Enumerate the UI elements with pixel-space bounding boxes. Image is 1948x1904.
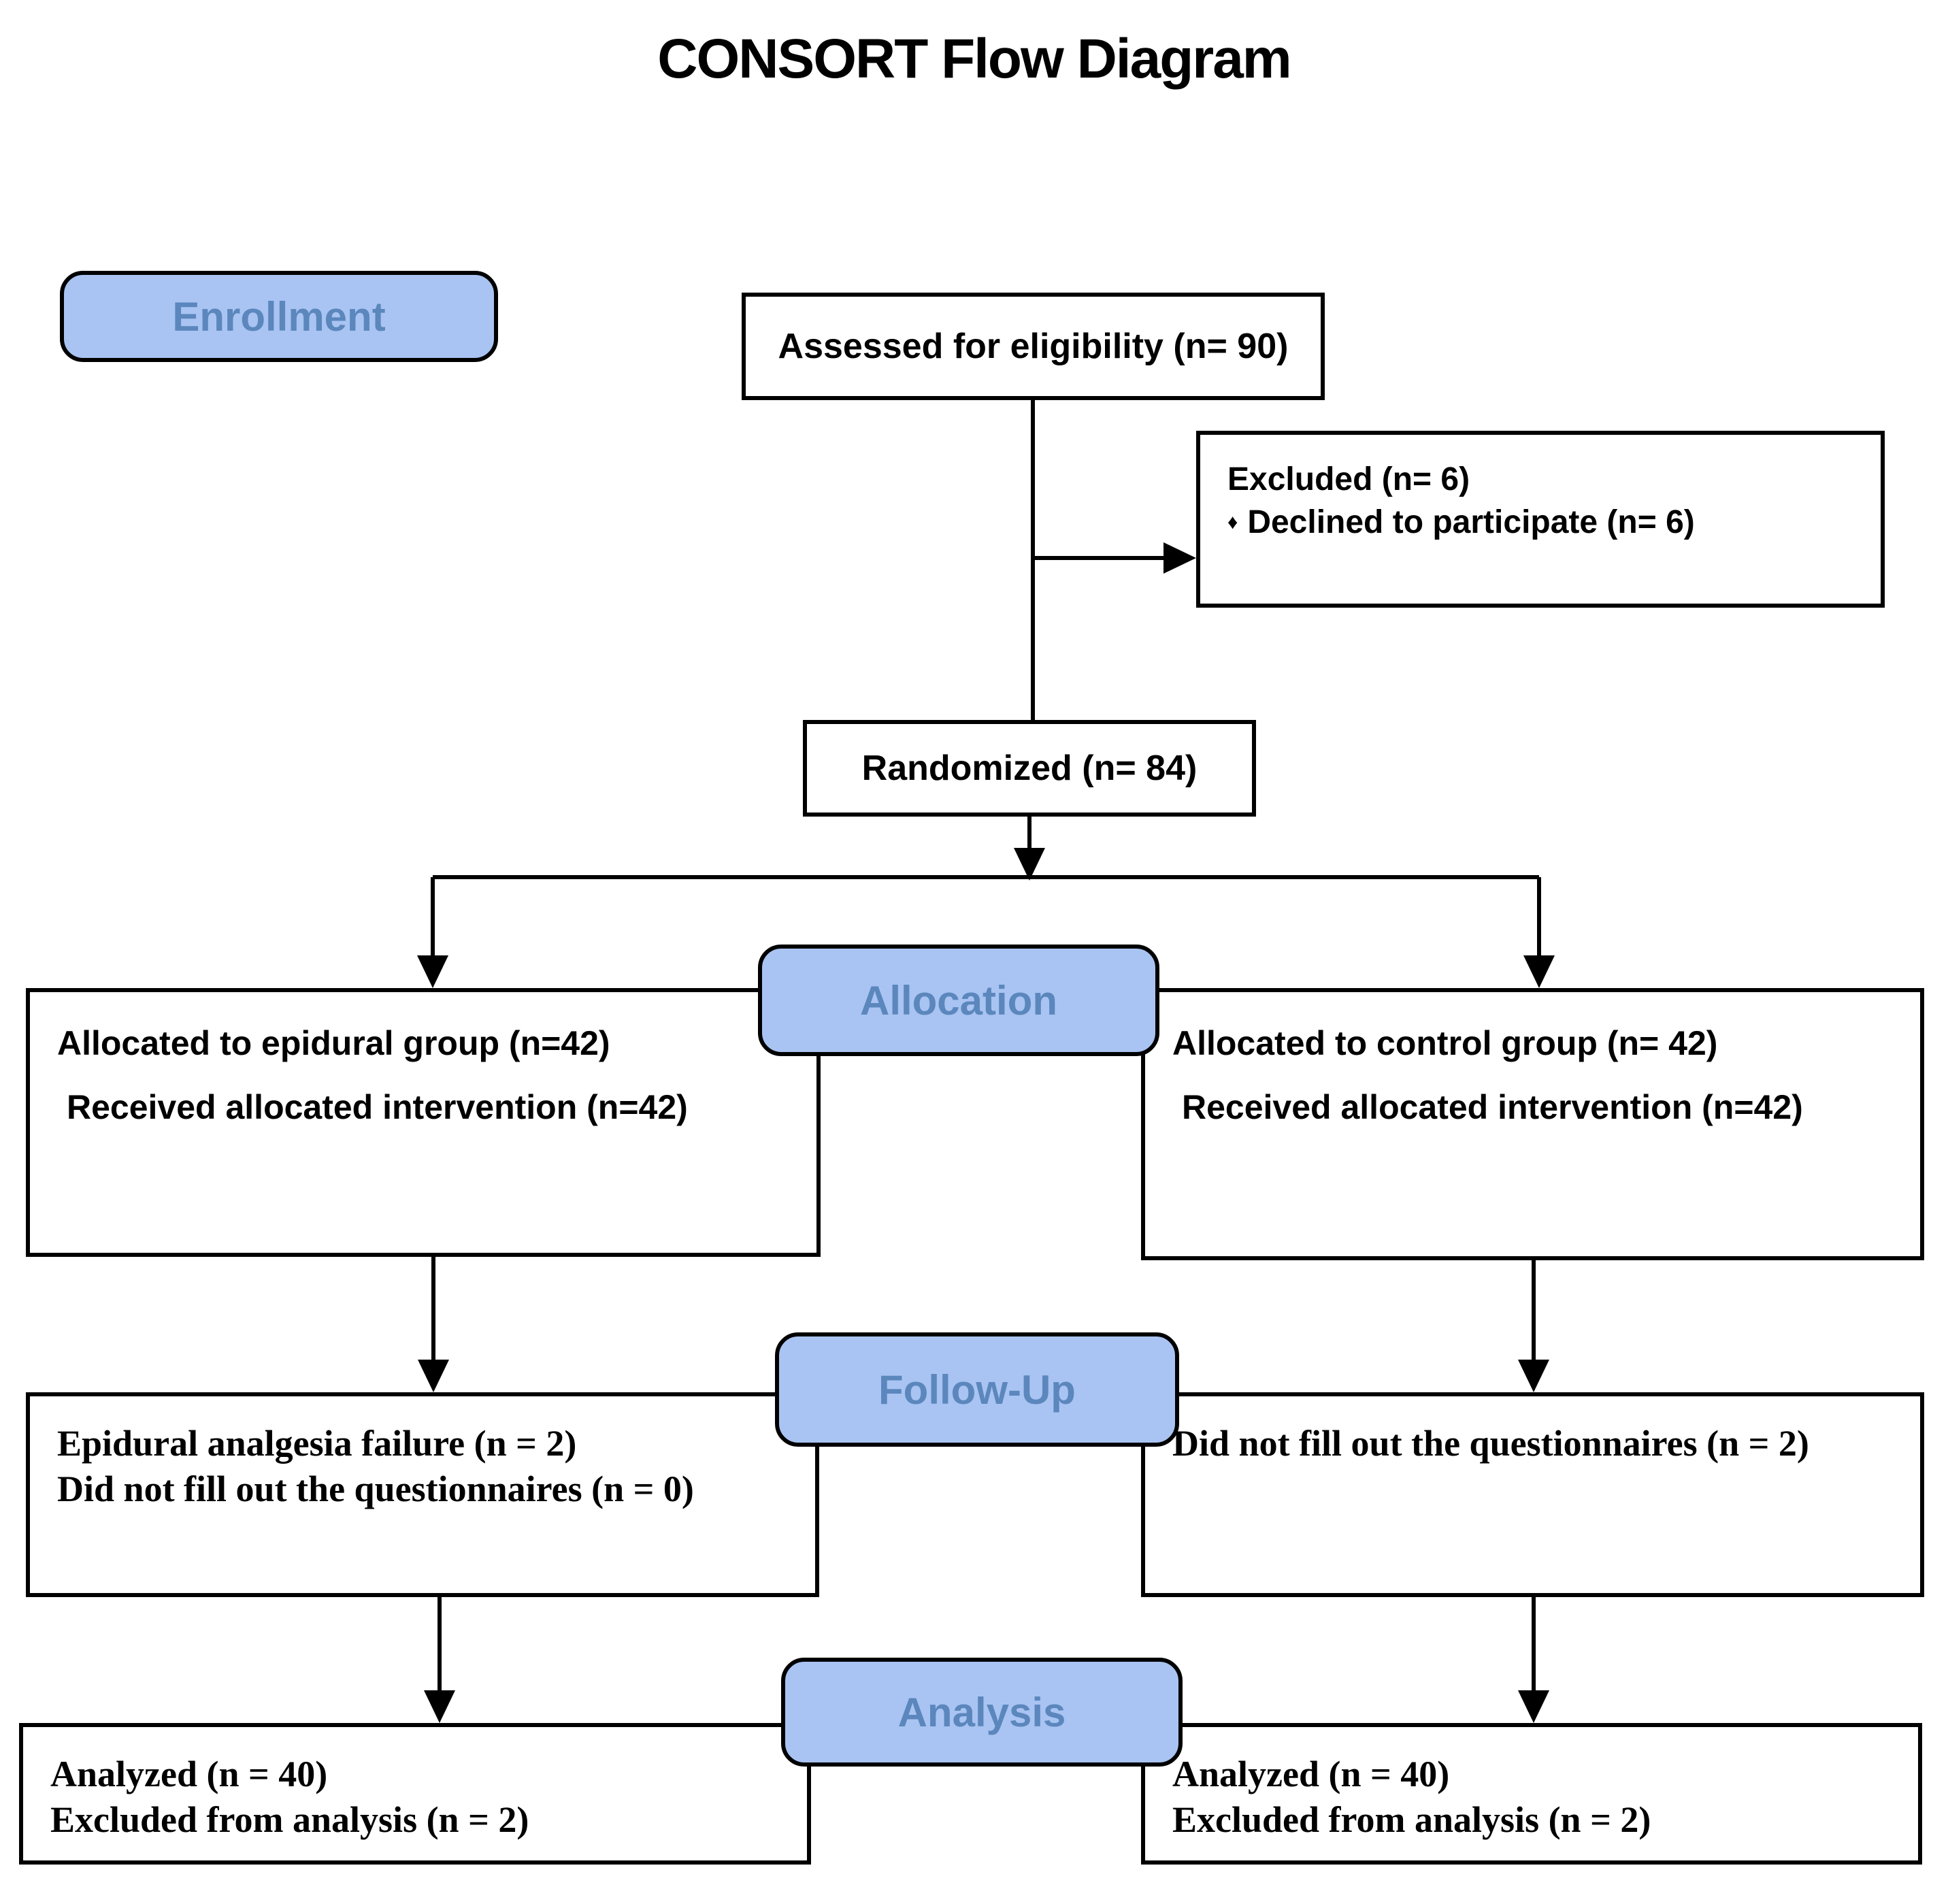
stage-label-enrollment: Enrollment: [60, 271, 498, 362]
arrowhead-randomized-to-split: [1014, 848, 1045, 881]
stage-label-followup: Follow-Up: [775, 1332, 1179, 1447]
stage-label-followup-text: Follow-Up: [878, 1366, 1076, 1413]
stage-label-analysis: Analysis: [781, 1658, 1183, 1767]
arrowhead-an-right: [1518, 1690, 1549, 1723]
allocation-control-group-box: Allocated to control group (n= 42) Recei…: [1141, 988, 1924, 1260]
an-right-line1: Analyzed (n = 40): [1172, 1754, 1450, 1794]
allocation-epidural-group-box: Allocated to epidural group (n=42) Recei…: [26, 988, 821, 1257]
stage-label-allocation-text: Allocation: [859, 977, 1057, 1023]
stage-label-enrollment-text: Enrollment: [172, 293, 386, 340]
excluded-title: Excluded (n= 6): [1227, 461, 1470, 497]
stage-label-allocation: Allocation: [758, 945, 1159, 1056]
fu-left-line1: Epidural analgesia failure (n = 2): [57, 1423, 577, 1464]
alloc-left-line1: Allocated to epidural group (n=42): [57, 1024, 610, 1062]
an-right-line2: Excluded from analysis (n = 2): [1172, 1799, 1651, 1840]
followup-epidural-group-box: Epidural analgesia failure (n = 2) Did n…: [26, 1392, 819, 1597]
assessed-text: Assessed for eligibility (n= 90): [778, 327, 1289, 366]
excluded-box: Excluded (n= 6) ♦ Declined to participate…: [1196, 431, 1885, 608]
diagram-title: CONSORT Flow Diagram: [657, 28, 1291, 90]
bullet-diamond-icon: ♦: [1227, 511, 1238, 534]
assessed-for-eligibility-box: Assessed for eligibility (n= 90): [742, 293, 1325, 400]
alloc-left-line2: Received allocated intervention (n=42): [67, 1088, 688, 1126]
randomized-text: Randomized (n= 84): [861, 749, 1198, 788]
arrowhead-fu-right: [1518, 1360, 1549, 1392]
arrowhead-fu-left: [418, 1360, 449, 1392]
arrowhead-alloc-left: [417, 955, 448, 988]
fu-left-line2: Did not fill out the questionnaires (n =…: [57, 1468, 694, 1509]
analysis-epidural-group-box: Analyzed (n = 40) Excluded from analysis…: [19, 1723, 811, 1865]
excluded-bullet-line: ♦ Declined to participate (n= 6): [1227, 501, 1867, 548]
excluded-bullet-text: Declined to participate (n= 6): [1247, 504, 1695, 540]
followup-control-group-box: Did not fill out the questionnaires (n =…: [1141, 1392, 1924, 1597]
arrowhead-an-left: [424, 1690, 455, 1723]
alloc-right-line2: Received allocated intervention (n=42): [1182, 1088, 1803, 1126]
alloc-right-line1: Allocated to control group (n= 42): [1172, 1024, 1718, 1062]
arrowhead-alloc-right: [1523, 955, 1555, 988]
an-left-line1: Analyzed (n = 40): [50, 1754, 328, 1794]
analysis-control-group-box: Analyzed (n = 40) Excluded from analysis…: [1141, 1723, 1922, 1865]
randomized-box: Randomized (n= 84): [803, 720, 1256, 817]
arrowhead-to-excluded: [1163, 542, 1196, 574]
an-left-line2: Excluded from analysis (n = 2): [50, 1799, 529, 1840]
stage-label-analysis-text: Analysis: [897, 1689, 1066, 1735]
fu-right-line1: Did not fill out the questionnaires (n =…: [1172, 1423, 1809, 1464]
